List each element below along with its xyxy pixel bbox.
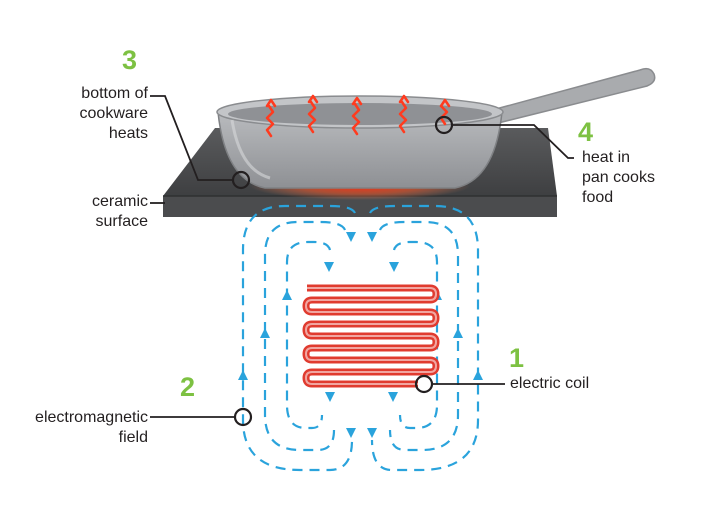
callout-marker-2 <box>233 407 253 427</box>
step-1-number: 1 <box>509 343 525 373</box>
callout-markers <box>231 115 454 427</box>
field-loop <box>285 240 332 430</box>
step-2-number: 2 <box>180 372 196 402</box>
step-3-label: bottom of cookware heats <box>30 84 148 144</box>
field-loop <box>241 204 357 472</box>
electromagnetic-field-lines <box>241 204 480 472</box>
arrow-down <box>388 392 398 402</box>
heat-wave <box>398 100 408 134</box>
arrow-up <box>453 328 463 338</box>
field-loop <box>368 204 480 472</box>
step-4-number: 4 <box>578 117 594 147</box>
callout-marker-4 <box>434 115 454 135</box>
arrow-down <box>389 262 399 272</box>
ceramic-surface-label: ceramic surface <box>30 192 148 232</box>
callout-marker-3 <box>231 170 251 190</box>
callout-line-4 <box>452 124 574 159</box>
arrow-up <box>260 328 270 338</box>
arrow-up <box>473 370 483 380</box>
heat-wave <box>307 100 317 134</box>
step-4-label: heat in pan cooks food <box>582 148 655 208</box>
arrow-down <box>325 392 335 402</box>
ceramic-surface-line: surface <box>95 213 148 230</box>
arrow-down <box>367 232 377 242</box>
arrow-up <box>282 290 292 300</box>
arrow-down <box>346 428 356 438</box>
field-loop <box>263 220 347 452</box>
frying-pan <box>216 67 656 189</box>
field-loop <box>392 240 439 430</box>
callout-lines <box>150 95 574 418</box>
step-3-line: bottom of <box>81 85 148 102</box>
step-2-line: electromagnetic <box>35 409 148 426</box>
step-1-line: electric coil <box>510 375 590 392</box>
step-1-label: electric coil <box>510 374 589 394</box>
heat-wave <box>439 104 449 126</box>
arrow-up <box>238 370 248 380</box>
step-4-line: pan cooks <box>582 169 655 186</box>
step-3-line: cookware <box>79 105 148 122</box>
heat-wave <box>265 104 275 138</box>
ceramic-surface-line: ceramic <box>91 193 148 210</box>
heat-wave <box>351 102 361 136</box>
arrow-down <box>346 232 356 242</box>
callout-marker-1 <box>414 374 434 394</box>
step-2-line: field <box>118 429 148 446</box>
field-loop <box>378 220 460 452</box>
field-arrows <box>238 232 483 438</box>
step-3-number: 3 <box>122 45 138 75</box>
step-4-line: food <box>582 189 614 206</box>
callout-line-3 <box>150 95 234 181</box>
step-2-label: electromagnetic field <box>30 408 148 448</box>
heat-waves <box>265 94 451 138</box>
step-3-line: heats <box>108 125 148 142</box>
arrow-down <box>324 262 334 272</box>
step-4-line: heat in <box>582 149 631 166</box>
arrow-down <box>367 428 377 438</box>
